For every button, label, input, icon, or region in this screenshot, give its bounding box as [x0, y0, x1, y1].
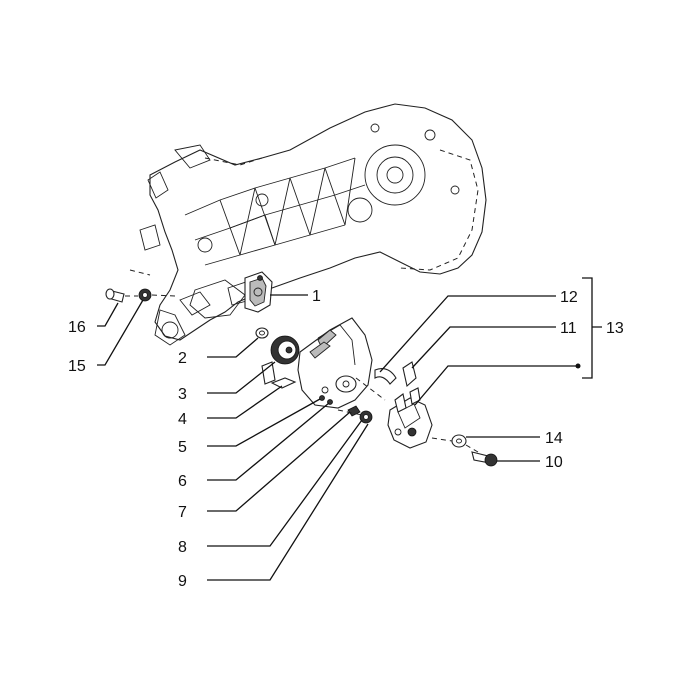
part-3-gear [261, 335, 300, 385]
part-10-bolt [471, 451, 498, 467]
part-1-cover [244, 271, 273, 313]
callout-1: 1 [312, 288, 321, 305]
callout-13: 13 [606, 320, 624, 337]
part-5-pin [319, 395, 325, 401]
callout-16: 16 [68, 319, 86, 336]
part-15-washer [138, 288, 152, 302]
part-14-washer [451, 434, 467, 448]
part-16-bolt [105, 288, 125, 303]
callout-11: 11 [560, 320, 577, 337]
callout-12: 12 [560, 289, 578, 306]
callout-14: 14 [545, 430, 563, 447]
part-2-washer [255, 327, 269, 339]
callout-10: 10 [545, 454, 563, 471]
callout-7: 7 [178, 504, 187, 521]
callout-15: 15 [68, 358, 86, 375]
callout-13-bracket [582, 277, 602, 379]
oil-pump-housing [297, 317, 373, 409]
callout-5: 5 [178, 439, 187, 456]
callout-6: 6 [178, 473, 187, 490]
part-12-pipe [374, 368, 397, 385]
callout-2: 2 [178, 350, 187, 367]
engine-crankcase [129, 103, 487, 346]
pump-assembly-13 [387, 387, 433, 449]
leader-lines [97, 294, 581, 581]
callout-3: 3 [178, 386, 187, 403]
part-8-nut [359, 410, 373, 424]
part-4-clip [270, 377, 297, 389]
callout-9: 9 [178, 573, 187, 590]
callout-4: 4 [178, 411, 187, 428]
callout-labels: 1 2 3 4 5 6 7 8 9 10 11 12 13 14 15 16 [68, 288, 624, 590]
callout-8: 8 [178, 539, 187, 556]
